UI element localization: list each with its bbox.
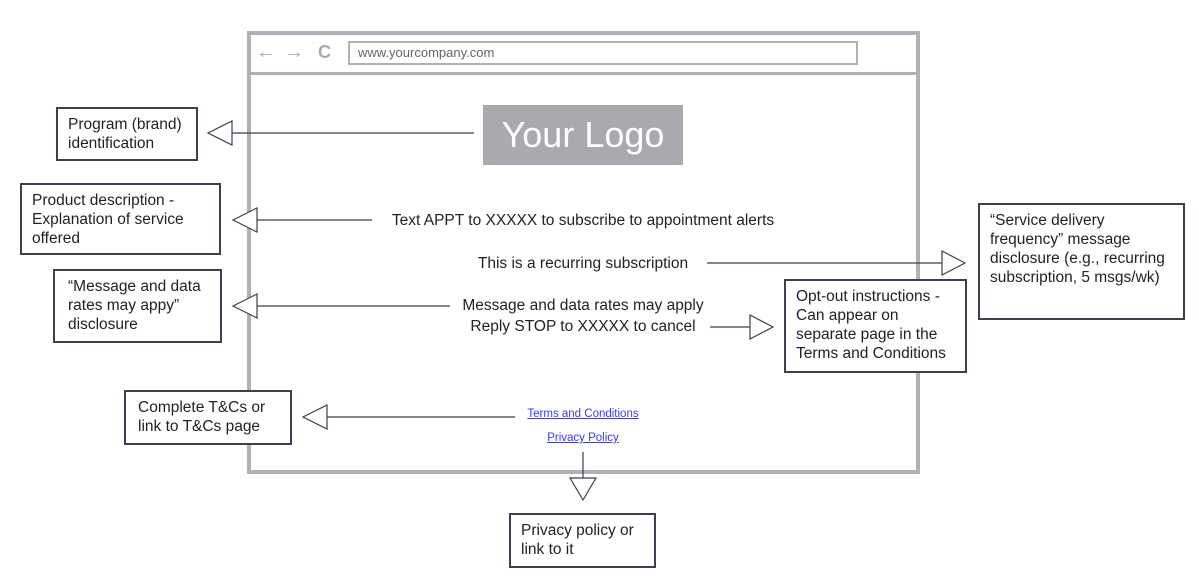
logo-placeholder: Your Logo — [483, 105, 683, 165]
callout-frequency: “Service delivery frequency” message dis… — [978, 203, 1185, 320]
toolbar-divider — [247, 72, 920, 75]
terms-arrowhead — [301, 404, 328, 430]
rates-text: Message and data rates may apply — [462, 297, 704, 314]
address-bar[interactable]: www.yourcompany.com — [348, 41, 858, 65]
optout-arrowhead — [749, 314, 775, 340]
privacy-arrowhead — [568, 477, 598, 502]
callout-privacy: Privacy policy or link to it — [509, 513, 656, 568]
product-description-text: Text APPT to XXXXX to subscribe to appoi… — [391, 212, 775, 229]
terms-link[interactable]: Terms and Conditions — [527, 408, 639, 420]
stop-text: Reply STOP to XXXXX to cancel — [470, 318, 696, 335]
frequency-arrowhead — [941, 250, 967, 276]
callout-product: Product description - Explanation of ser… — [20, 183, 221, 255]
brand-arrowhead — [206, 120, 233, 146]
reload-icon[interactable]: C — [318, 42, 331, 62]
callout-terms: Complete T&Cs or link to T&Cs page — [124, 390, 292, 445]
callout-brand: Program (brand) identification — [56, 107, 198, 161]
callout-rates: “Message and data rates may appy” disclo… — [53, 269, 222, 343]
recurring-text: This is a recurring subscription — [477, 255, 689, 272]
rates-arrowhead — [231, 293, 258, 319]
forward-arrow-icon[interactable]: → — [284, 41, 304, 63]
product-arrowhead — [231, 207, 258, 233]
callout-optout: Opt-out instructions - Can appear on sep… — [784, 279, 967, 373]
privacy-link[interactable]: Privacy Policy — [547, 432, 619, 444]
back-arrow-icon[interactable]: ← — [256, 41, 276, 63]
